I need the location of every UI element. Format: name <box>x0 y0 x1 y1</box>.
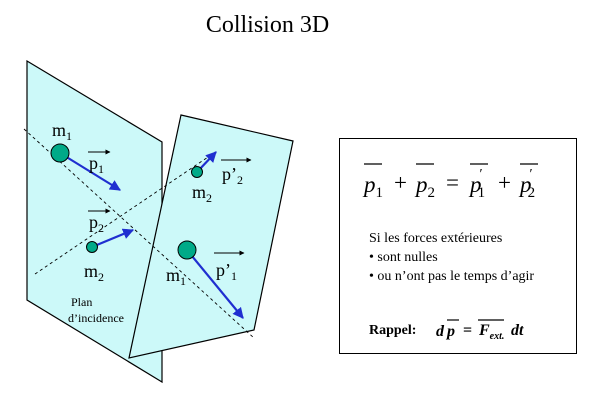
condition-bullet-2: • ou n’ont pas le temps d’agir <box>369 269 535 284</box>
ball-m1-after <box>177 240 197 260</box>
label-m1-after: m1 <box>166 265 186 288</box>
label-m1-before: m1 <box>52 120 72 143</box>
svg-text:dt: dt <box>511 322 524 339</box>
label-m2-before: m2 <box>84 261 104 284</box>
svg-text:p’2: p’2 <box>222 164 243 187</box>
svg-text:p: p <box>445 323 455 340</box>
plane-label-line1: Plan <box>71 295 92 309</box>
page-title: Collision 3D <box>205 12 330 38</box>
svg-text:p1: p1 <box>362 172 383 201</box>
ball-m2-after <box>191 166 203 178</box>
vector-p2 <box>91 228 135 249</box>
incidence-plane-left <box>26 59 163 384</box>
svg-text:p’1: p’1 <box>216 260 237 283</box>
svg-text:p1: p1 <box>89 153 104 176</box>
svg-text:p′2: p′2 <box>518 167 535 201</box>
svg-text:+: + <box>498 170 511 195</box>
label-p2-prime: p’2 <box>221 157 252 187</box>
rappel-label: Rappel: <box>369 323 417 338</box>
svg-text:p′1: p′1 <box>468 167 485 201</box>
ball-m1-before <box>50 143 70 163</box>
svg-text:p2: p2 <box>414 172 435 201</box>
label-p1: p1 <box>88 149 111 176</box>
svg-text:=: = <box>463 322 472 339</box>
svg-text:Fext.: Fext. <box>478 322 504 342</box>
rappel-formula: d p = Fext. dt <box>436 319 524 342</box>
condition-bullet-1: • sont nulles <box>369 250 438 265</box>
ball-m2-before <box>86 241 98 253</box>
svg-text:d: d <box>436 323 445 340</box>
momentum-equation: p1 + p2 = p′1 + p′2 <box>362 163 538 201</box>
vector-p1 <box>59 152 121 191</box>
label-p2: p2 <box>88 208 111 235</box>
trajectory-m1 <box>23 128 255 339</box>
plane-right <box>128 114 294 359</box>
label-m2-after: m2 <box>192 182 212 205</box>
label-p1-prime: p’1 <box>214 250 245 283</box>
trajectory-m2 <box>34 152 215 275</box>
vector-p1-prime <box>186 249 244 319</box>
svg-text:=: = <box>446 170 459 195</box>
svg-text:+: + <box>394 170 407 195</box>
plane-label-line2: d’incidence <box>68 311 124 325</box>
conservation-panel: p1 + p2 = p′1 + p′2 Si les forces extéri… <box>339 138 577 354</box>
condition-text: Si les forces extérieures <box>369 231 503 246</box>
svg-text:p2: p2 <box>89 212 104 235</box>
